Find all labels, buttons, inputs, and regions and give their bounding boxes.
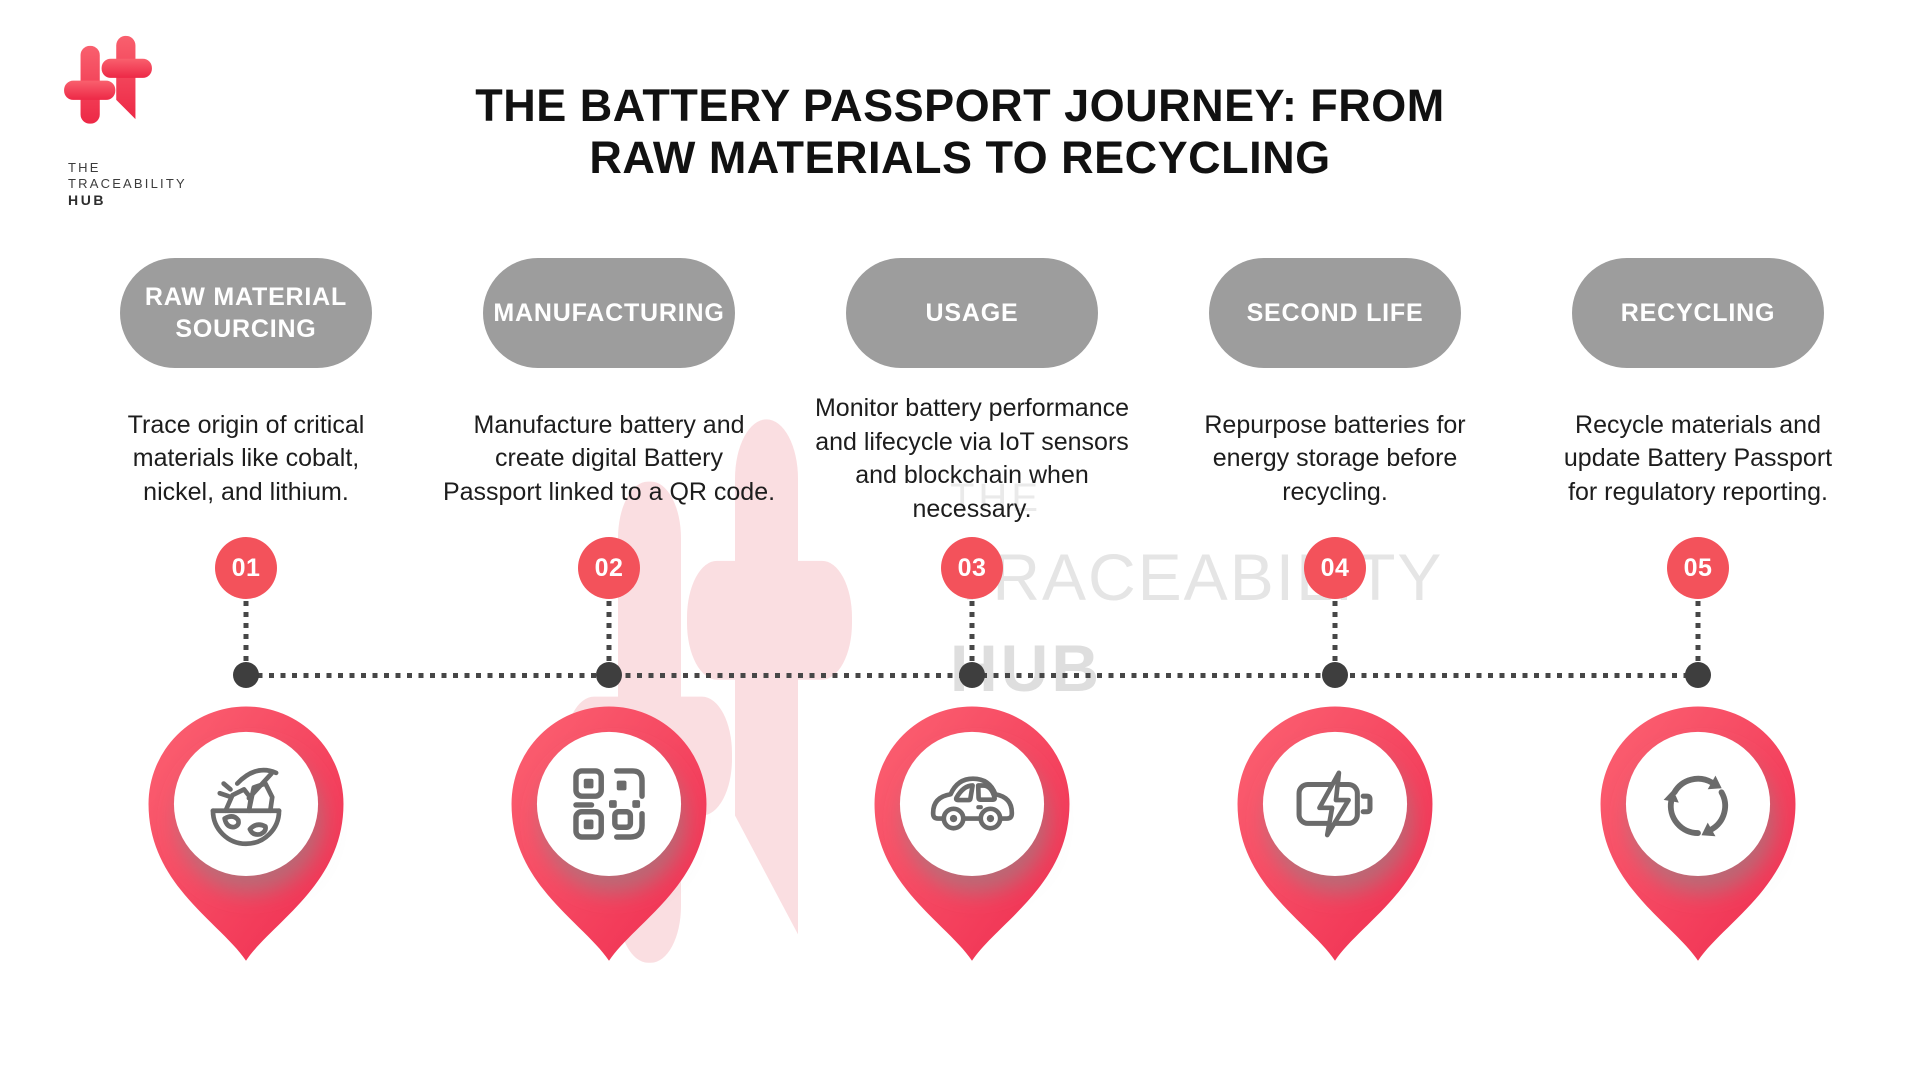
timeline-node-dot [959,662,985,688]
brand-wordmark: THE TRACEABILITY HUB [68,144,187,224]
timeline-vertical-dotted-line [969,601,975,662]
timeline-node-dot [233,662,259,688]
recycle-arrows-icon [1663,775,1729,837]
location-pin [511,706,707,961]
stage-number-badge: 02 [578,537,640,599]
stage-number-badge: 04 [1304,537,1366,599]
stage-column-recycling: RECYCLING Recycle materials and update B… [1528,0,1868,1080]
stage-description: Manufacture battery and create digital B… [442,410,776,506]
location-pin [874,706,1070,961]
stage-label-pill: RAW MATERIAL SOURCING [120,258,372,368]
page-title: THE BATTERY PASSPORT JOURNEY: FROM RAW M… [475,80,1445,184]
stage-label-pill: USAGE [846,258,1098,368]
timeline-node-dot [1322,662,1348,688]
stage-description: Repurpose batteries for energy storage b… [1204,410,1466,506]
stage-number-badge: 01 [215,537,277,599]
stage-label-pill: MANUFACTURING [483,258,735,368]
h-logo-icon [64,35,152,124]
timeline-node-dot [1685,662,1711,688]
location-pin [1237,706,1433,961]
timeline-vertical-dotted-line [1695,601,1701,662]
timeline-vertical-dotted-line [606,601,612,662]
stage-description: Trace origin of critical materials like … [127,410,365,506]
stage-label-pill: SECOND LIFE [1209,258,1461,368]
timeline-vertical-dotted-line [243,601,249,662]
stage-column-usage: USAGE Monitor battery performance and li… [802,0,1142,1080]
battery-charging-icon [1296,770,1373,838]
brand-name: THE TRACEABILITY [68,160,187,191]
location-pin [1600,706,1796,961]
location-pin [148,706,344,961]
stage-description: Recycle materials and update Battery Pas… [1563,410,1833,506]
car-icon [930,776,1015,831]
stage-label-pill: RECYCLING [1572,258,1824,368]
stage-column-manufacturing: MANUFACTURING Manufacture battery and cr… [439,0,779,1080]
timeline-node-dot [596,662,622,688]
stage-description: Monitor battery performance and lifecycl… [814,394,1130,523]
stage-column-second-life: SECOND LIFE Repurpose batteries for ener… [1165,0,1505,1080]
brand-logo: THE TRACEABILITY HUB [62,34,187,224]
stage-number-badge: 03 [941,537,1003,599]
stage-column-raw-material-sourcing: RAW MATERIAL SOURCING Trace origin of cr… [76,0,416,1080]
timeline-vertical-dotted-line [1332,601,1338,662]
stage-number-badge: 05 [1667,537,1729,599]
brand-hub: HUB [68,192,107,208]
mining-pickaxe-globe-icon [210,767,282,847]
